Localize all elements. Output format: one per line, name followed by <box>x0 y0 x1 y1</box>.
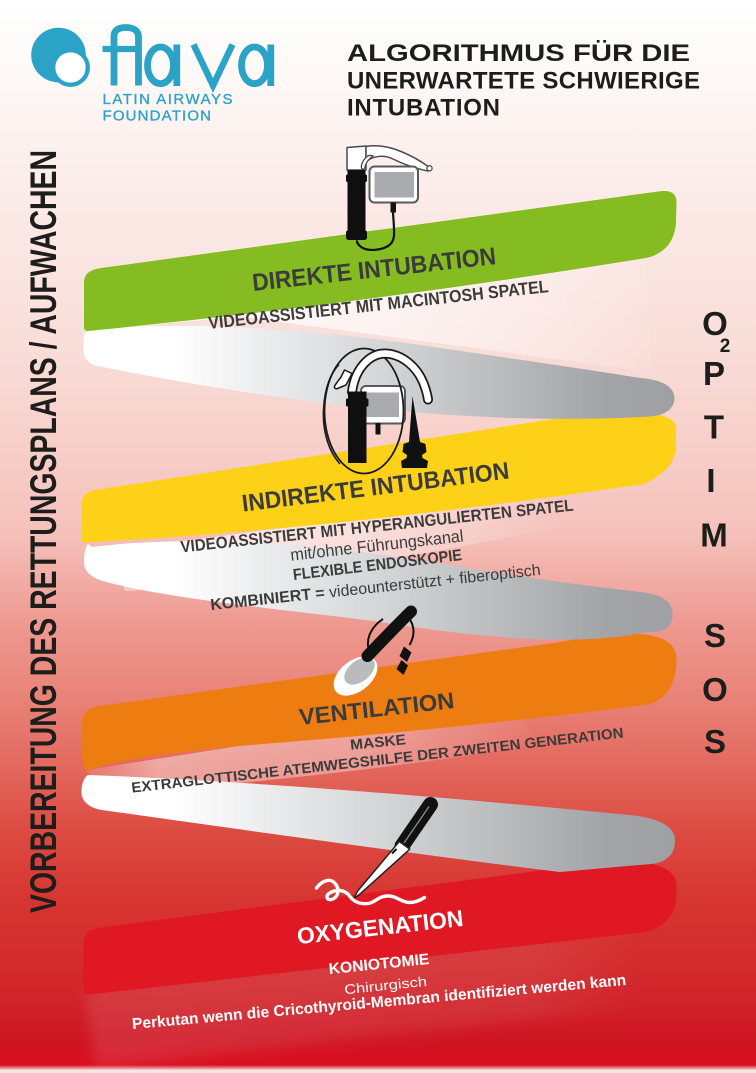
svg-text:UNERWARTETE SCHWIERIGE: UNERWARTETE SCHWIERIGE <box>347 68 700 95</box>
svg-text:S: S <box>704 723 726 760</box>
svg-text:I: I <box>706 462 715 499</box>
svg-text:ALGORITHMUS FÜR DIE: ALGORITHMUS FÜR DIE <box>347 40 690 67</box>
svg-text:S: S <box>704 617 726 654</box>
svg-text:INTUBATION: INTUBATION <box>347 95 500 122</box>
svg-text:P: P <box>703 355 725 392</box>
svg-text:2: 2 <box>720 336 731 357</box>
svg-text:O: O <box>702 671 728 708</box>
svg-text:VORBEREITUNG DES RETTUNGSPLANS: VORBEREITUNG DES RETTUNGSPLANS / AUFWACH… <box>22 150 64 913</box>
svg-text:M: M <box>700 517 728 554</box>
svg-text:LATIN AIRWAYS: LATIN AIRWAYS <box>103 91 233 108</box>
svg-text:O: O <box>702 305 728 342</box>
svg-text:MASKE: MASKE <box>349 732 407 754</box>
svg-text:FOUNDATION: FOUNDATION <box>103 108 212 125</box>
svg-text:T: T <box>704 409 724 446</box>
